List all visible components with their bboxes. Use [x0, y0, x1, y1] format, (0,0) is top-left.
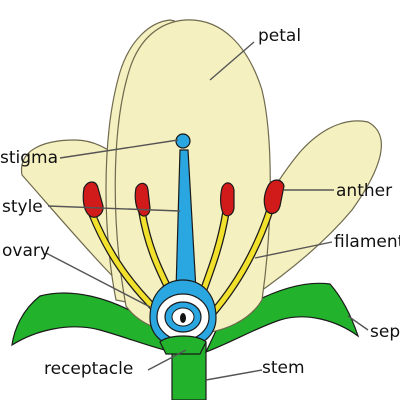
- receptacle-shape: [159, 335, 207, 355]
- anther-3: [220, 182, 235, 217]
- stem-label: stem: [262, 358, 305, 378]
- stigma-leader-line: [59, 139, 179, 159]
- anther-2: [134, 182, 151, 217]
- stigma-shape: [175, 133, 191, 149]
- filament-label: filament: [334, 232, 400, 252]
- right-sepal: [204, 282, 360, 354]
- sepal-leader-line: [347, 315, 369, 331]
- stem-leader-line: [205, 369, 263, 381]
- receptacle-leader-line: [147, 349, 187, 371]
- ovary-leader-line: [45, 252, 153, 309]
- filament-leader-line: [254, 241, 333, 259]
- filament-1-fill: [89, 211, 161, 315]
- sepal-label: sepal: [370, 322, 400, 342]
- ovary-label: ovary: [2, 241, 50, 261]
- stigma-label: stigma: [0, 148, 58, 168]
- petal-label: petal: [258, 26, 301, 46]
- left-sepal: [11, 292, 174, 353]
- style-leader-line: [47, 205, 181, 212]
- anther-4: [263, 179, 285, 215]
- style-label: style: [2, 197, 43, 217]
- filament-4-fill: [209, 207, 273, 317]
- anther-label: anther: [336, 181, 392, 201]
- receptacle-label: receptacle: [44, 359, 133, 379]
- petal-leader-line: [209, 41, 255, 81]
- ovule: [180, 313, 186, 323]
